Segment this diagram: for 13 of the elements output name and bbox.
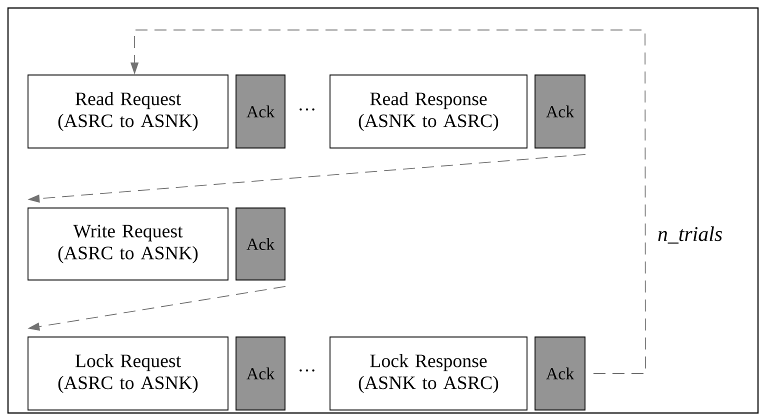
ack-box: Ack [534, 336, 586, 410]
ellipsis: ··· [300, 369, 314, 372]
ack-box: Ack [236, 208, 286, 280]
ellipsis: ··· [300, 108, 314, 111]
ack-box: Ack [236, 336, 286, 410]
ack-box: Ack [236, 74, 286, 148]
message-box: Write Request (ASRC to ASNK) [28, 208, 228, 280]
message-box: Read Request (ASRC to ASNK) [28, 74, 228, 148]
edge-label: n_trials [655, 224, 725, 246]
ack-box: Ack [534, 74, 586, 148]
message-box: Lock Response (ASNK to ASRC) [330, 336, 528, 410]
message-box: Lock Request (ASRC to ASNK) [28, 336, 228, 410]
message-box: Read Response (ASNK to ASRC) [330, 74, 528, 148]
